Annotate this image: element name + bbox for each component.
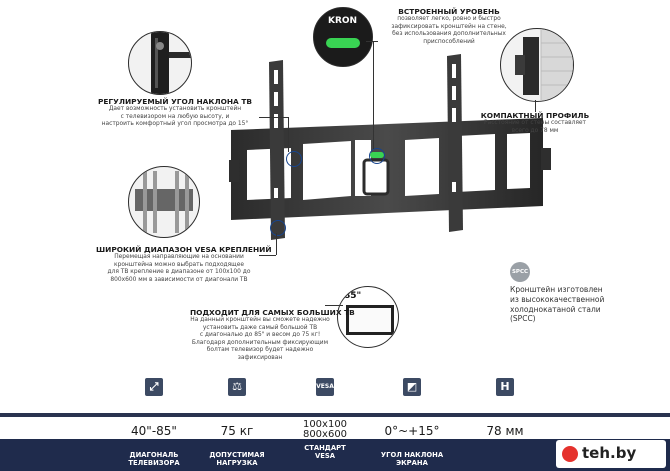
tilt-callout: РЕГУЛИРУЕМЫЙ УГОЛ НАКЛОНА ТВ Дает возмож…	[90, 97, 260, 129]
large-tv-callout: ПОДХОДИТ ДЛЯ САМЫХ БОЛЬШИХ ТВ На данный …	[190, 308, 355, 362]
tilt-callout-body: Дает возможность установить кронштейн с …	[101, 106, 249, 128]
compact-callout-body: Расстояние от стены составляет всего до …	[484, 120, 586, 134]
diagonal-icon: ⤢	[145, 378, 163, 396]
spcc-badge: SPCC	[510, 262, 530, 282]
teh-by-logo-icon	[562, 446, 578, 462]
spec-diagonal: ⤢ 40"-85" ДИАГОНАЛЬ ТЕЛЕВИЗОРА	[99, 378, 209, 467]
tilt-angle-icon: ◩	[403, 378, 421, 396]
vesa-icon: VESA	[316, 378, 334, 396]
level-highlight-ring	[369, 148, 385, 164]
tilt-callout-title: РЕГУЛИРУЕМЫЙ УГОЛ НАКЛОНА ТВ	[97, 97, 253, 106]
vesa-callout-body: Перемещая направляющие на основании крон…	[107, 254, 251, 283]
level-detail-photo: KRON	[313, 7, 373, 67]
spec-weight: ⚖ 75 кг ДОПУСТИМАЯ НАГРУЗКА	[182, 378, 292, 467]
screen-size-photo: 85"	[337, 286, 399, 348]
vesa-callout: ШИРОКИЙ ДИАПАЗОН VESA КРЕПЛЕНИЙ Перемеща…	[96, 245, 272, 284]
tilt-detail-photo	[128, 31, 192, 95]
level-callout-body: позволяет легко, ровно и быстро зафиксир…	[391, 16, 507, 45]
spec-vesa-label: СТАНДАРТ VESA	[304, 444, 346, 461]
screen-icon	[346, 305, 394, 335]
spec-diagonal-value: 40"-85"	[131, 424, 177, 438]
level-bubble-icon	[326, 38, 360, 48]
large-tv-callout-title: ПОДХОДИТ ДЛЯ САМЫХ БОЛЬШИХ ТВ	[190, 308, 355, 317]
spcc-callout-body: Кронштейн изготовлен из высококачественн…	[510, 285, 605, 324]
vesa-highlight-ring	[270, 220, 286, 236]
spec-diagonal-label: ДИАГОНАЛЬ ТЕЛЕВИЗОРА	[128, 451, 180, 468]
compact-profile-photo	[500, 28, 574, 102]
teh-by-watermark: teh.by	[556, 440, 666, 468]
level-callout-title: ВСТРОЕННЫЙ УРОВЕНЬ	[398, 7, 500, 16]
compact-callout-title: КОМПАКТНЫЙ ПРОФИЛЬ	[480, 111, 590, 120]
spec-tilt: ◩ 0°~+15° УГОЛ НАКЛОНА ЭКРАНА	[357, 378, 467, 467]
large-tv-callout-body: На данный кронштейн вы сможете надежно у…	[190, 317, 330, 361]
weight-icon: ⚖	[228, 378, 246, 396]
spec-vesa: VESA 100x100 800x600 СТАНДАРТ VESA	[270, 378, 380, 460]
spec-tilt-value: 0°~+15°	[384, 424, 440, 438]
spec-band-divider	[0, 413, 670, 417]
spec-weight-value: 75 кг	[220, 424, 254, 438]
tv-bracket-drawing	[229, 54, 551, 240]
depth-icon: H	[496, 378, 514, 396]
vesa-callout-title: ШИРОКИЙ ДИАПАЗОН VESA КРЕПЛЕНИЙ	[96, 245, 272, 254]
spec-vesa-value: 100x100 800x600	[302, 419, 348, 440]
compact-callout: КОМПАКТНЫЙ ПРОФИЛЬ Расстояние от стены с…	[476, 111, 594, 135]
spec-weight-label: ДОПУСТИМАЯ НАГРУЗКА	[209, 451, 265, 468]
kron-logo: KRON	[328, 16, 358, 26]
spec-depth-value: 78 мм	[486, 424, 524, 438]
screen-size-label: 85"	[344, 291, 362, 301]
spec-depth: H 78 мм	[450, 378, 560, 451]
spcc-callout: SPCC Кронштейн изготовлен из высококачес…	[510, 262, 640, 324]
vesa-rails-photo	[128, 166, 200, 238]
level-callout: ВСТРОЕННЫЙ УРОВЕНЬ позволяет легко, ровн…	[374, 7, 524, 46]
spec-tilt-label: УГОЛ НАКЛОНА ЭКРАНА	[380, 451, 444, 468]
teh-by-text: teh.by	[582, 444, 637, 462]
tilt-highlight-ring	[286, 151, 302, 167]
